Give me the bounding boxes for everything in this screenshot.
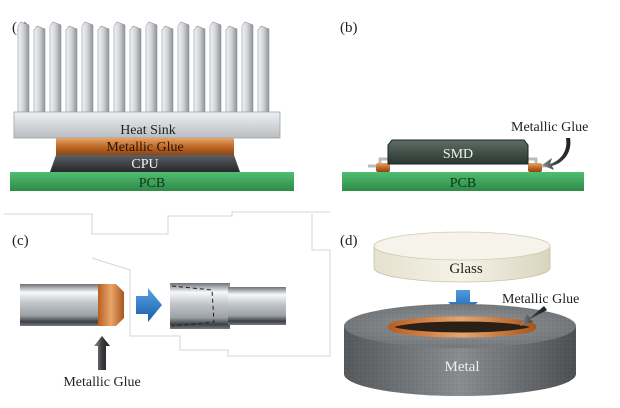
heat-sink-fins: [17, 21, 270, 113]
pcb-label-b: PCB: [450, 176, 476, 191]
cpu-label: CPU: [131, 157, 158, 172]
pointer-arrow-d: [520, 306, 547, 326]
pcb-board-a: [10, 172, 294, 191]
hidden-joint-outline: [171, 285, 215, 327]
pipe-left-before: [20, 284, 100, 326]
panel-d-label: (d): [340, 233, 358, 249]
heat-sink-fin: [81, 21, 94, 113]
heat-sink-fin: [49, 21, 62, 113]
heat-sink-base: [13, 111, 281, 139]
heat-sink-label: Heat Sink: [120, 123, 176, 138]
heat-sink-fin: [17, 21, 30, 113]
metallic-glue-label-b: Metallic Glue: [511, 120, 588, 135]
heat-sink-fin: [177, 21, 190, 113]
heat-sink-fin: [193, 25, 206, 113]
glue-ring: [387, 316, 537, 338]
heat-sink-fin: [161, 25, 174, 113]
metallic-glue-label-a: Metallic Glue: [106, 140, 183, 155]
pointer-arrow-b: [542, 138, 571, 170]
pcb-board-b: [342, 172, 584, 191]
glass-disk: Glass: [373, 231, 551, 283]
pipe-joined-left: [170, 283, 230, 329]
metallic-glue-label-d: Metallic Glue: [502, 292, 579, 307]
heat-sink-fin: [97, 25, 110, 113]
panel-b-label: (b): [340, 20, 358, 36]
heat-sink-fin: [241, 21, 254, 113]
heat-sink-fin: [113, 21, 126, 113]
glass-label: Glass: [449, 261, 482, 277]
metal-label: Metal: [445, 359, 480, 375]
panel-a: (a) Heat Sink Metallic Glue CPU PCB: [10, 20, 294, 191]
heat-sink-fin: [257, 25, 270, 113]
metallic-glue-layer: [56, 138, 234, 155]
smd-label: SMD: [443, 147, 473, 162]
pointer-arrow-c: [94, 336, 110, 370]
metal-disk: Metal: [344, 304, 576, 396]
panel-d: (d) Glass Metal Metallic Glue: [340, 231, 579, 396]
heat-sink-fin: [225, 25, 238, 113]
press-arrow-icon: [448, 290, 478, 316]
glue-sleeve: [98, 284, 124, 326]
heat-sink-fin: [65, 25, 78, 113]
pcb-label-a: PCB: [139, 176, 165, 191]
pipe-joined-right: [228, 287, 286, 325]
heat-sink-fin: [129, 25, 142, 113]
panel-c-label: (c): [12, 233, 29, 249]
heat-sink-fin: [33, 25, 46, 113]
metallic-glue-label-c: Metallic Glue: [63, 375, 140, 390]
background-outline: [4, 211, 331, 357]
heat-sink-fin: [145, 21, 158, 113]
heat-sink: Heat Sink: [13, 21, 281, 139]
panel-c: (c) Metallic Glue: [12, 233, 286, 390]
glue-joint-left: [376, 163, 390, 172]
panel-b: (b) PCB SMD Metallic Glue: [340, 20, 588, 191]
glue-joint-right: [528, 163, 542, 172]
heat-sink-fin: [209, 21, 222, 113]
cpu-chip: [50, 155, 240, 172]
smd-lead-left: [368, 157, 388, 168]
join-arrow-icon: [136, 288, 162, 322]
smd-component: [387, 139, 529, 165]
